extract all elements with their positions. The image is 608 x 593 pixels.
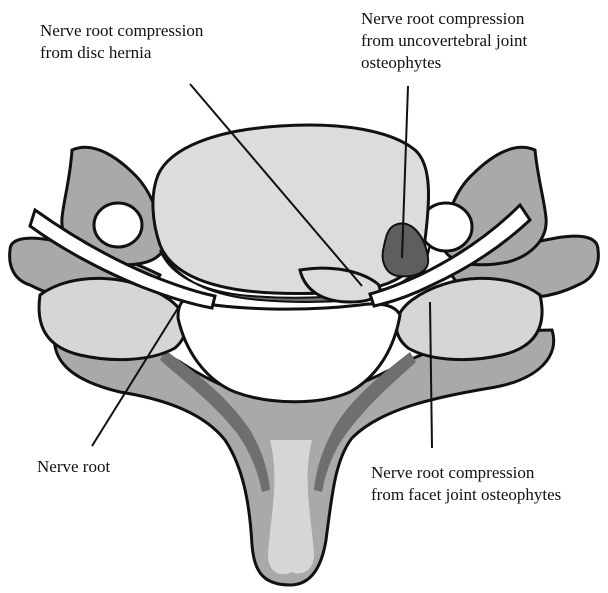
label-nerve-root: Nerve root bbox=[37, 456, 110, 478]
label-disc-hernia: Nerve root compression from disc hernia bbox=[40, 20, 203, 64]
label-uncovertebral-osteophytes: Nerve root compression from uncovertebra… bbox=[361, 8, 527, 74]
spinous-process bbox=[268, 440, 314, 574]
label-facet-joint-osteophytes: Nerve root compression from facet joint … bbox=[371, 462, 561, 506]
left-foramen bbox=[94, 203, 142, 247]
